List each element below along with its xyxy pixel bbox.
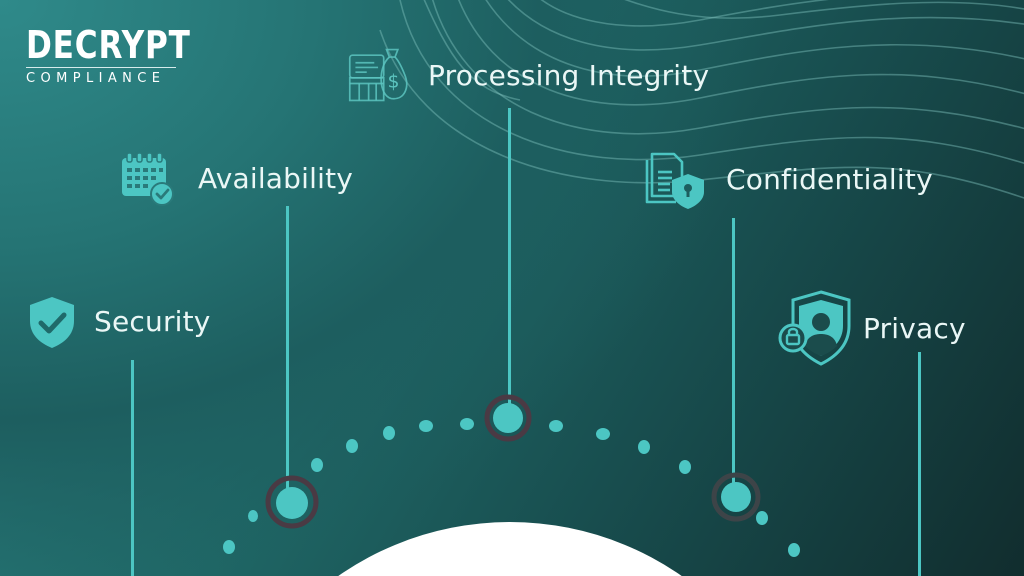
privacy-connector-line bbox=[918, 352, 921, 576]
pillar-processing-integrity: $ Processing Integrity bbox=[346, 44, 709, 106]
svg-text:$: $ bbox=[387, 71, 399, 92]
shield-user-lock-icon bbox=[778, 290, 851, 366]
logo-wordmark: DECRYPT bbox=[26, 23, 191, 67]
pillar-availability: Availability bbox=[118, 150, 353, 206]
document-lock-icon bbox=[645, 152, 704, 209]
shield-check-icon bbox=[30, 297, 74, 348]
availability-connector-line bbox=[286, 206, 289, 496]
pillar-label: Availability bbox=[198, 161, 354, 195]
pillar-label: Processing Integrity bbox=[428, 58, 710, 92]
pillar-privacy: Privacy bbox=[777, 288, 966, 368]
money-bag-register-icon: $ bbox=[348, 48, 408, 102]
pillar-label: Privacy bbox=[863, 311, 966, 345]
pillar-label: Confidentiality bbox=[726, 162, 933, 196]
pillar-confidentiality: Confidentiality bbox=[644, 148, 933, 210]
logo-tagline: COMPLIANCE bbox=[26, 71, 166, 86]
pillar-security: Security bbox=[24, 293, 211, 349]
security-connector-line bbox=[131, 360, 134, 576]
processing-integrity-connector-line bbox=[508, 108, 511, 408]
calendar-check-icon bbox=[122, 152, 174, 206]
logo-divider bbox=[26, 67, 176, 68]
confidentiality-connector-line bbox=[732, 218, 735, 488]
decrypt-compliance-logo: DECRYPT COMPLIANCE bbox=[26, 23, 191, 86]
pillar-label: Security bbox=[94, 304, 211, 338]
